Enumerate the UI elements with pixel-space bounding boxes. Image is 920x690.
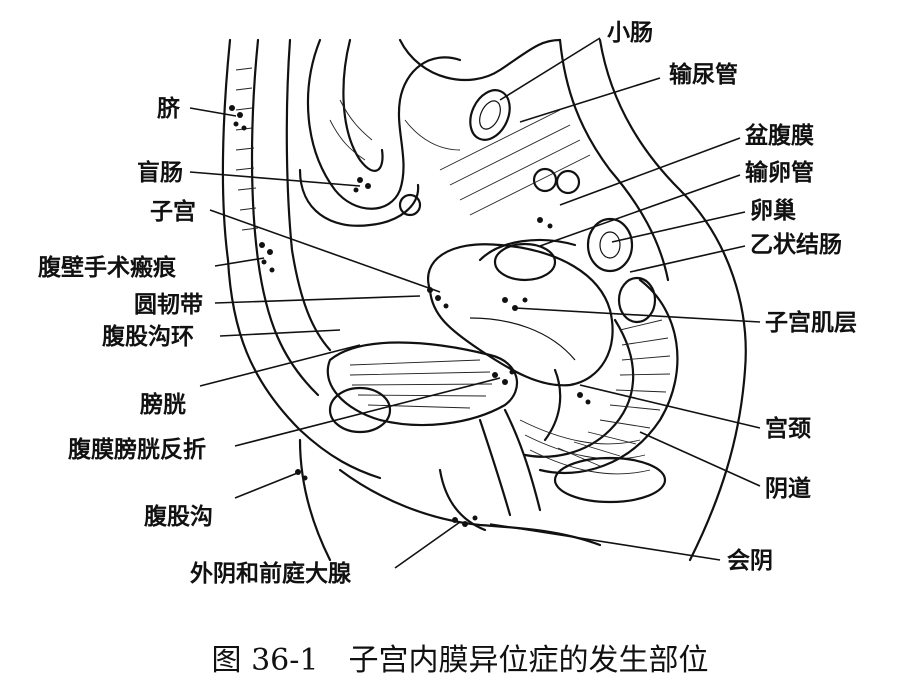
cecum: [298, 168, 422, 227]
anatomy-illustration: 脐 盲肠 子宫 腹壁手术瘢痕 圆韧带 腹股沟环 膀胱 腹膜膀胱反折 腹股沟 外阴…: [38, 20, 857, 587]
label-sigmoid-colon: 乙状结肠: [750, 231, 842, 258]
small-intestine: [306, 38, 562, 210]
figure-caption: 图 36-1 子宫内膜异位症的发生部位: [212, 643, 709, 678]
label-fallopian-tube: 输卵管: [745, 159, 814, 186]
endometriosis-sites: [229, 105, 591, 527]
label-round-ligament: 圆韧带: [134, 292, 203, 318]
label-ovary: 卵巢: [750, 197, 796, 224]
ovary-tube: [478, 217, 634, 282]
label-bladder: 膀胱: [140, 391, 186, 418]
label-vesicouterine-fold: 腹膜膀胱反折: [68, 436, 206, 463]
label-myometrium: 子宫肌层: [765, 309, 857, 336]
label-pelvic-peritoneum: 盆腹膜: [745, 122, 814, 149]
uterus: [427, 243, 614, 442]
labels-left: 脐 盲肠 子宫 腹壁手术瘢痕 圆韧带 腹股沟环 膀胱 腹膜膀胱反折 腹股沟 外阴…: [38, 95, 352, 587]
sacral-outline: [558, 38, 747, 562]
label-inguinal-ring: 腹股沟环: [102, 323, 194, 350]
ureter-vessels: [439, 109, 591, 216]
label-vagina: 阴道: [765, 475, 811, 502]
label-cervix: 宫颈: [765, 415, 811, 442]
sigmoid-rectum: [523, 276, 679, 474]
label-perineum: 会阴: [727, 547, 773, 574]
vagina: [478, 408, 667, 517]
label-small-intestine: 小肠: [607, 20, 653, 46]
label-vulva-bartholin: 外阴和前庭大腺: [190, 560, 352, 587]
label-navel: 脐: [156, 95, 181, 122]
leader-lines: [189, 37, 761, 569]
abdominal-wall: [221, 38, 382, 480]
label-cecum: 盲肠: [137, 159, 183, 186]
labels-right: 小肠 输尿管 盆腹膜 输卵管 卵巢 乙状结肠 子宫肌层 宫颈 阴道 会阴: [607, 20, 857, 574]
label-uterus: 子宫: [150, 198, 196, 225]
label-groin: 腹股沟: [144, 503, 213, 530]
bladder: [326, 341, 519, 434]
perineum-vulva: [298, 438, 602, 562]
label-ureter: 输尿管: [669, 61, 738, 88]
label-scar: 腹壁手术瘢痕: [38, 254, 177, 281]
caption-area: 图 36-1 子宫内膜异位症的发生部位: [212, 643, 709, 678]
